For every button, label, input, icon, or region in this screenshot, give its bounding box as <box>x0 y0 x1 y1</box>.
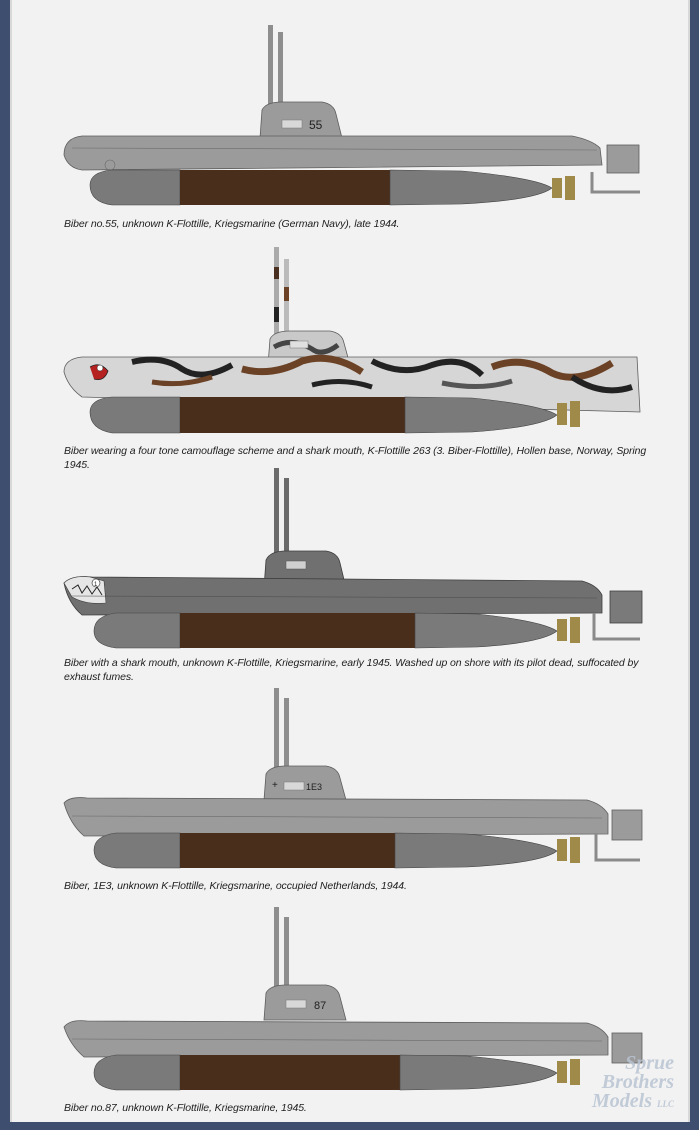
hull-number-55: 55 <box>309 118 323 132</box>
caption-1: Biber no.55, unknown K-Flottille, Kriegs… <box>64 218 400 230</box>
hull-number-87: 87 <box>314 1000 326 1012</box>
caption-2: Biber wearing a four tone camouflage sch… <box>64 445 647 471</box>
submarine-profile-3: 1 Biber with a shark mouth, unknown K-Fl… <box>12 463 692 688</box>
hull-number-1e3: 1E3 <box>306 782 322 792</box>
submarine-illustration: 87 <box>63 907 643 1091</box>
submarine-profile-2: Biber wearing a four tone camouflage sch… <box>12 237 692 471</box>
watermark-line-1: Sprue <box>625 1052 674 1074</box>
submarine-profile-1: 55 Biber no.55, unknown K-Flottille, Kri… <box>12 10 692 230</box>
shark-eye-emblem: 1 <box>94 582 98 588</box>
submarine-illustration: 1 <box>63 468 643 649</box>
cross-marking: + <box>272 780 278 791</box>
caption-4: Biber, 1E3, unknown K-Flottille, Kriegsm… <box>64 880 407 892</box>
submarine-profile-4: + 1E3 Biber, 1E3, unknown K-Flottille, K… <box>12 688 692 898</box>
caption-3: Biber with a shark mouth, unknown K-Flot… <box>64 657 639 683</box>
watermark-logo: Sprue Brothers Models LLC <box>592 1052 674 1114</box>
submarine-illustration: + 1E3 <box>63 688 643 869</box>
watermark-line-2: Brothers <box>601 1071 674 1093</box>
submarine-illustration: 55 <box>63 25 640 206</box>
plate-sheet: 55 Biber no.55, unknown K-Flottille, Kri… <box>10 0 690 1122</box>
watermark-line-3: Models LLC <box>592 1090 674 1112</box>
submarine-illustration <box>63 247 641 434</box>
submarine-profile-5: 87 Biber no.87, unknown K-Flottille, Kri… <box>12 905 692 1120</box>
caption-5: Biber no.87, unknown K-Flottille, Kriegs… <box>64 1102 307 1114</box>
